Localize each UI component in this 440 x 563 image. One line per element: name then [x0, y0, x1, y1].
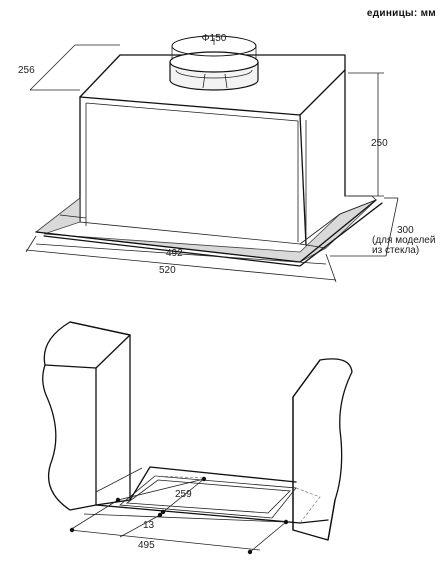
cabinet-width-label: 495: [138, 540, 155, 551]
cabinet-right-panel: [292, 358, 353, 541]
dimension-point-markers: [69, 476, 289, 555]
cabinet-bottom-back-edge: [129, 466, 297, 501]
hood-front-right-edge: [299, 114, 307, 246]
depth-label: 256: [18, 65, 35, 76]
duct-collar: [169, 35, 259, 91]
hood-front-panel-top: [85, 102, 299, 242]
hood-front-top-edge: [79, 96, 301, 116]
hole-width-label: 259: [175, 489, 192, 500]
glass-depth-label: 300: [397, 225, 414, 236]
units-label: единицы: мм: [366, 8, 436, 19]
hood-bottom-frame: [34, 195, 383, 267]
offset-label: 13: [143, 520, 155, 531]
glass-depth-note-line-1: (для моделей: [372, 235, 435, 246]
hood-drawing: Φ150 256 250 492 520 300 (для моделей из…: [18, 33, 435, 283]
duct-diameter-label: Φ150: [202, 33, 227, 44]
cabinet-cutout-drawing: 259 13 495: [42, 321, 353, 555]
hood-dimension-lines: [25, 38, 399, 283]
glass-depth-note-line-2: из стекла): [372, 245, 419, 256]
inner-width-label: 492: [166, 248, 183, 259]
outer-width-label: 520: [159, 265, 176, 276]
cabinet-left-panel: [42, 321, 131, 511]
hood-top-right-edge: [299, 69, 346, 116]
height-label: 250: [371, 138, 388, 149]
